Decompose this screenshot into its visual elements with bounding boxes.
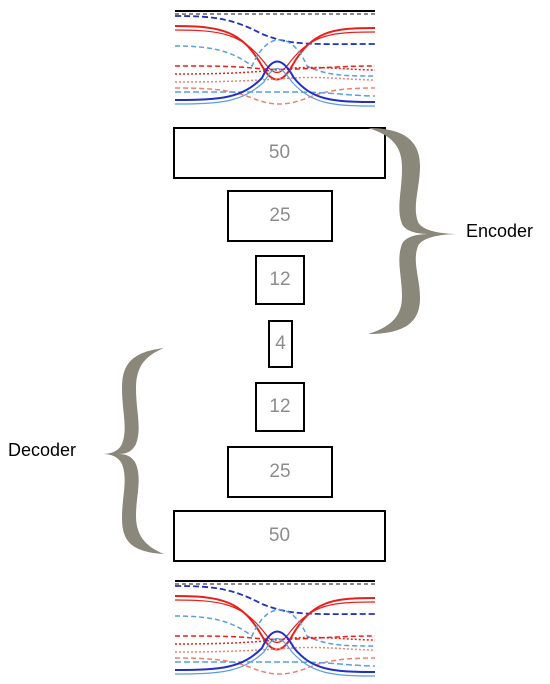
layer-units: 25 xyxy=(269,205,291,226)
decoder-layer-50: 50 xyxy=(173,510,386,562)
layer-units: 12 xyxy=(269,269,291,290)
layer-units: 50 xyxy=(268,142,291,163)
layer-units: 50 xyxy=(268,525,291,546)
encoder-layer-12: 12 xyxy=(255,255,305,305)
encoder-brace-icon xyxy=(368,128,460,334)
output-plot-icon xyxy=(174,580,376,677)
encoder-layer-50: 50 xyxy=(173,127,386,179)
decoder-label: Decoder xyxy=(8,440,77,460)
layer-units: 4 xyxy=(275,333,286,354)
layer-units: 12 xyxy=(269,396,291,417)
decoder-brace-icon xyxy=(102,348,164,554)
encoder-label: Encoder xyxy=(466,221,534,241)
input-plot-icon xyxy=(174,10,376,107)
encoder-layer-25: 25 xyxy=(227,190,333,242)
latent-layer-4: 4 xyxy=(268,320,293,368)
decoder-layer-12: 12 xyxy=(255,382,305,432)
decoder-layer-25: 25 xyxy=(227,446,333,498)
layer-units: 25 xyxy=(269,461,291,482)
